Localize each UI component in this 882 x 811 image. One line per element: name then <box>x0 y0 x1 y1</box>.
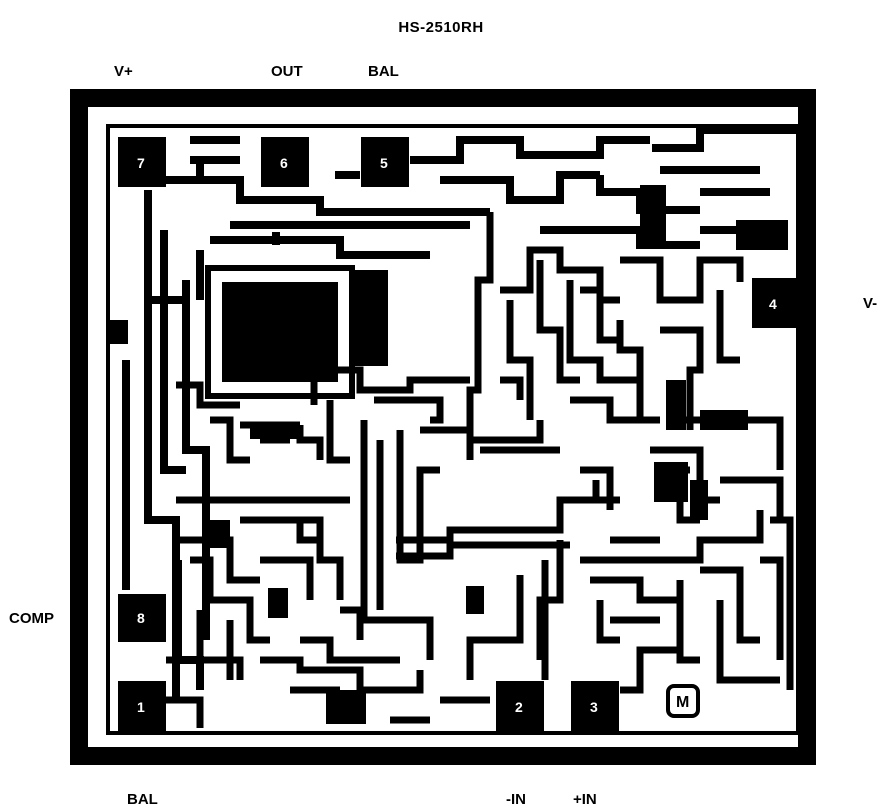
input-diode <box>466 586 484 614</box>
pad-1-number: 1 <box>137 699 145 715</box>
output-contact-block <box>352 270 388 366</box>
label-minus-in: -IN <box>506 791 526 808</box>
bond-pads <box>118 137 798 731</box>
lower-contact-b <box>210 520 230 548</box>
top-interconnect <box>166 126 798 259</box>
feedback-path <box>330 366 620 680</box>
pad-4-number: 4 <box>769 296 777 312</box>
logo-mark: M <box>676 694 689 711</box>
lower-contact-c <box>250 425 300 439</box>
bias-block <box>666 380 686 430</box>
label-out: OUT <box>271 63 303 80</box>
substrate-contact <box>106 320 128 344</box>
pad-3-number: 3 <box>590 699 598 715</box>
top-right-block <box>640 185 666 245</box>
diagram-title: HS-2510RH <box>398 19 484 36</box>
label-bal-bottom: BAL <box>127 791 158 808</box>
lower-contact-a <box>268 588 288 618</box>
label-bal-top: BAL <box>368 63 399 80</box>
logo-frame <box>666 684 700 718</box>
pad-8 <box>118 594 166 642</box>
output-transistor <box>222 282 338 382</box>
pad-2 <box>496 681 544 731</box>
lower-left-circuit <box>166 380 350 690</box>
right-transistor <box>654 462 688 502</box>
resistor-block <box>700 410 748 430</box>
pad-7-number: 7 <box>137 155 145 171</box>
pad-6-number: 6 <box>280 155 288 171</box>
left-rails <box>122 190 210 700</box>
pad-2-number: 2 <box>515 699 523 715</box>
bottom-block <box>326 690 366 724</box>
label-plus-in: +IN <box>573 791 597 808</box>
pad-6 <box>261 137 309 187</box>
right-cap <box>736 220 788 250</box>
center-interconnect <box>466 212 784 470</box>
label-comp: COMP <box>9 610 54 627</box>
pad-5-number: 5 <box>380 155 388 171</box>
pad-5 <box>361 137 409 187</box>
seal-ring <box>106 124 800 735</box>
label-v-plus: V+ <box>114 63 133 80</box>
pad-4 <box>752 278 798 328</box>
bottom-interconnect <box>166 606 680 728</box>
pad-3 <box>571 681 619 731</box>
die-frame <box>70 89 816 765</box>
pad-8-number: 8 <box>137 610 145 626</box>
pad-1 <box>118 681 166 731</box>
pad-7 <box>118 137 166 187</box>
right-contact <box>690 480 708 520</box>
label-v-minus: V- <box>863 295 878 312</box>
